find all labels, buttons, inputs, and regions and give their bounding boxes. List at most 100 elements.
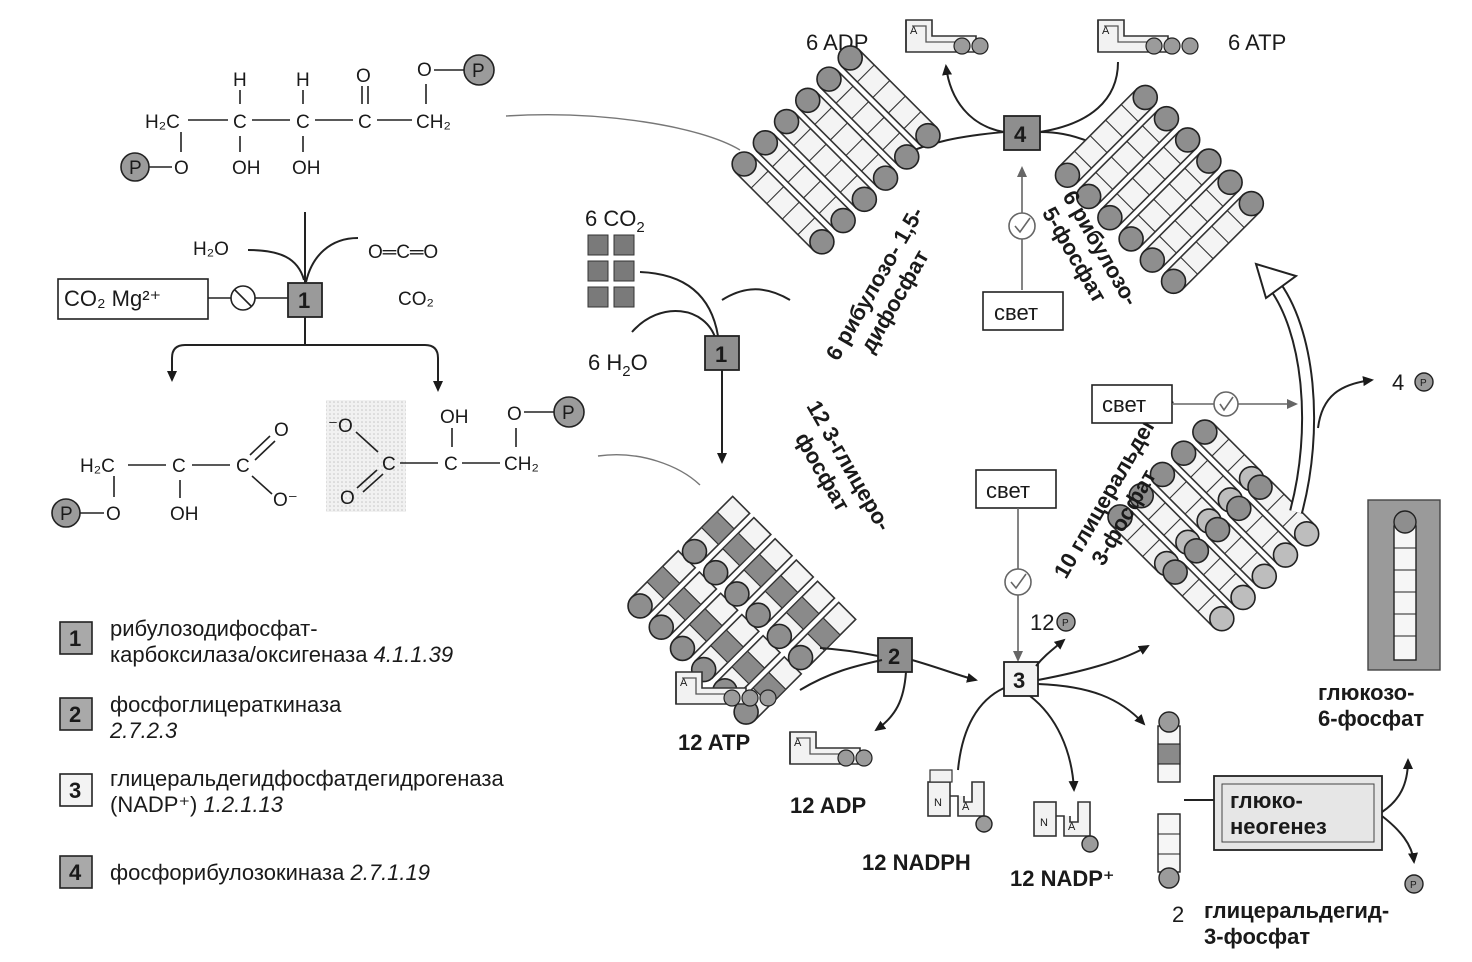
pga-left-carbon-2: C [236, 456, 250, 477]
pga-left-carbon-1: C [172, 456, 186, 477]
svg-text:фосфорибулозокиназа 2.7.1.19: фосфорибулозокиназа 2.7.1.19 [110, 860, 430, 885]
pga-pointer-line [597, 454, 701, 486]
g3p-dehydrogenase-step: свет 3 12 P N A 12 NADPH N A 12 NADP⁺ [862, 469, 1150, 891]
phosphate-icon [1414, 372, 1434, 392]
h2c-label: H₂C [145, 112, 180, 133]
enzyme-box-3-label: 3 [1013, 668, 1025, 693]
carbonyl-oxygen: O [356, 66, 371, 87]
legend-item-3: 3 глицеральдегидфосфатдегидрогеназа (NAD… [59, 766, 504, 817]
light-activation-icon [1213, 391, 1239, 417]
gluconeogenesis-phosphate-symbol: P [1410, 880, 1417, 891]
adp-icon: A [905, 19, 989, 55]
light-label-right: свет [1102, 392, 1146, 417]
structure-pointer-line [505, 114, 741, 151]
gluconeogenesis-box [1213, 775, 1383, 851]
gluconeogenesis-label-1: глюко- [1230, 788, 1303, 813]
atp-icon: A [1097, 19, 1199, 55]
gluconeogenesis-label-2: неогенез [1230, 814, 1327, 839]
ribulose-bisphosphate-structure: P O H₂C C H OH C H OH C O CH₂ O P [120, 54, 495, 182]
hydrogen-1: H [233, 70, 247, 91]
pga-structure-left: P O H₂C C OH C O O⁻ [51, 420, 298, 528]
pga-right-phosphate-label: P [562, 403, 575, 424]
oxygen-right: O [417, 60, 432, 81]
enzyme-box-2 [877, 637, 913, 673]
enzyme-box-4-label: 4 [1014, 122, 1027, 147]
pga-right-ch2: CH₂ [504, 454, 539, 475]
g3p-two-number: 2 [1172, 902, 1184, 927]
phosphate-right-label: P [472, 61, 485, 82]
enzyme-box-1 [287, 282, 323, 318]
carbon-1: C [233, 112, 247, 133]
phosphate-icon [553, 396, 585, 428]
co2-input: 6 CO2 6 H2O 1 [585, 206, 791, 464]
svg-text:A: A [680, 677, 688, 689]
legend-item-4: 4 фосфорибулозокиназа 2.7.1.19 [59, 855, 430, 889]
nadph-icon: N A [927, 769, 993, 833]
light-activation-icon [1008, 212, 1036, 240]
glucose-label-2: 6-фосфат [1318, 706, 1424, 731]
top-atp-adp: 6 ADP A A 6 ATP 4 свет [806, 19, 1286, 331]
nadp-12-label: 12 NADP⁺ [1010, 866, 1115, 891]
nadp-icon: N A [1033, 801, 1099, 853]
activator-box [57, 278, 209, 320]
pga-left-h2c: H₂C [80, 456, 115, 477]
activator-label: CO₂ Mg²⁺ [64, 286, 161, 311]
phosphate-left-label: P [129, 158, 142, 179]
pga-right-carboxylate: ⁻O [328, 416, 353, 437]
enzyme-box-1-label: 1 [298, 288, 310, 313]
atp-12-label: 12 ATP [678, 730, 750, 755]
pga-right-oxygen-link: O [507, 404, 522, 425]
phosphoglycerate-kinase-step: 2 A 12 ATP A 12 ADP [675, 637, 978, 818]
pi-12-symbol: P [1062, 618, 1069, 629]
co2-input-label: 6 CO2 [585, 206, 645, 236]
h2o-input-label: 6 H2O [588, 350, 648, 380]
svg-text:N: N [1040, 817, 1048, 829]
svg-text:A: A [962, 801, 970, 813]
pga-right-carbon-1: C [382, 454, 396, 475]
atp-top-label: 6 ATP [1228, 30, 1286, 55]
light-box-top [982, 291, 1064, 331]
adp-12-icon: A [789, 731, 873, 767]
atp-12-icon: A [675, 671, 777, 707]
svg-text:A: A [1102, 25, 1110, 37]
enzyme-box-4 [1003, 115, 1041, 151]
svg-text:3: 3 [69, 778, 81, 803]
co2-label: CO₂ [398, 289, 434, 310]
svg-text:карбоксилаза/оксигеназа 4.1.1.: карбоксилаза/оксигеназа 4.1.1.39 [110, 642, 453, 667]
pga-left-hydroxyl: OH [170, 504, 199, 525]
enzyme-legend: 1 рибулозодифосфат- карбоксилаза/оксиген… [59, 616, 504, 889]
pga-right-carbonyl-oxygen: O [340, 488, 355, 509]
svg-text:фосфоглицераткиназа: фосфоглицераткиназа [110, 692, 342, 717]
light-activation-icon [1004, 568, 1032, 596]
pga-right-shading [326, 400, 406, 512]
pga-left-carboxylate: O⁻ [273, 490, 298, 511]
enzyme-box-1-cycle [704, 335, 740, 371]
pi-12-label: 12 [1030, 610, 1054, 635]
pi-4-label: 4 [1392, 370, 1404, 395]
svg-text:A: A [910, 25, 918, 37]
pga-left-phosphate-label: P [60, 504, 73, 525]
adp-12-label: 12 ADP [790, 793, 866, 818]
carbon-3: C [358, 112, 372, 133]
pga-left-carbonyl-oxygen: O [274, 420, 289, 441]
carbon-2: C [296, 112, 310, 133]
light-box-middle [975, 469, 1057, 509]
svg-text:A: A [1068, 821, 1076, 833]
phosphate-icon [1056, 612, 1076, 632]
legend-item-1: 1 рибулозодифосфат- карбоксилаза/оксиген… [59, 616, 453, 667]
svg-text:2: 2 [69, 702, 81, 727]
pga-left-oxygen-link: O [106, 504, 121, 525]
pga-label: 12 3-глицеро- фосфат [790, 396, 896, 535]
pga-right-hydroxyl: OH [440, 407, 469, 428]
g3p-two-label-2: 3-фосфат [1204, 924, 1310, 949]
glucose-label-1: глюкозо- [1318, 680, 1414, 705]
svg-text:(NADP⁺) 1.2.1.13: (NADP⁺) 1.2.1.13 [110, 792, 284, 817]
hydroxyl-2: OH [292, 158, 321, 179]
pga-right-carbon-2: C [444, 454, 458, 475]
co2-squares [587, 234, 635, 308]
hydrogen-2: H [296, 70, 310, 91]
svg-text:глицеральдегидфосфатдегидроген: глицеральдегидфосфатдегидрогеназа [110, 766, 504, 791]
pi-4-symbol: P [1420, 378, 1427, 389]
enzyme-box-1-cycle-label: 1 [715, 342, 727, 367]
